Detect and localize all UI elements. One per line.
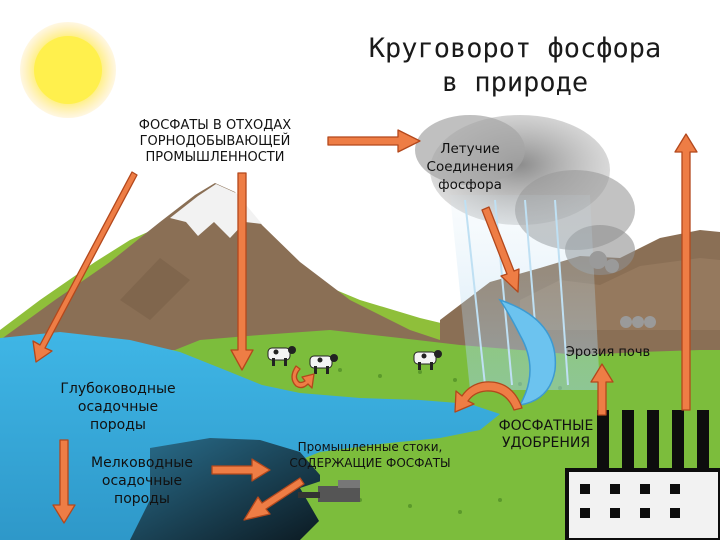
diagram-title: Круговорот фосфора в природе [330, 32, 700, 100]
sun-core [34, 36, 102, 104]
label-volatile-compounds: Летучие Соединения фосфора [410, 140, 530, 195]
label-mining-waste: ФОСФАТЫ В ОТХОДАХ ГОРНОДОБЫВАЮЩЕЙ ПРОМЫШ… [100, 118, 330, 166]
label-soil-erosion: Эрозия почв [548, 345, 668, 361]
label-industrial-runoff: Промышленные стоки, СОДЕРЖАЩИЕ ФОСФАТЫ [270, 440, 470, 471]
label-phosphate-fertilizers: ФОСФАТНЫЕ УДОБРЕНИЯ [476, 418, 616, 452]
label-shallow-sediments: Мелководные осадочные породы [72, 455, 212, 509]
label-deep-sediments: Глубоководные осадочные породы [44, 381, 192, 435]
